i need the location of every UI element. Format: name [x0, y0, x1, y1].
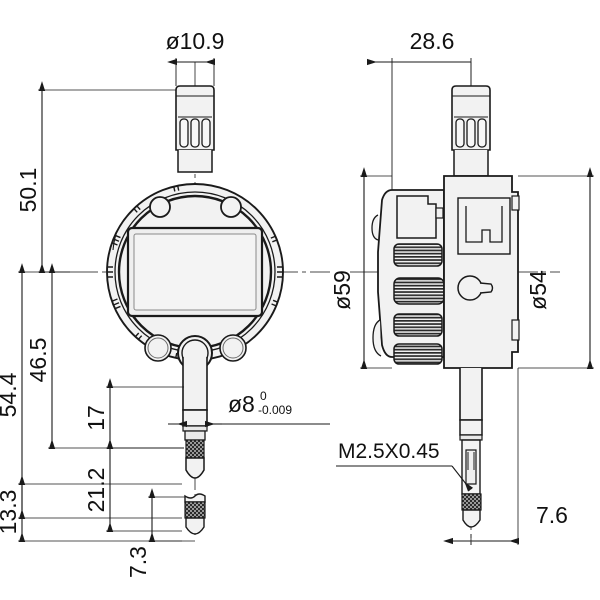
side-front-housing [443, 175, 520, 369]
side-view: 28.6 ø59 ø54 7.6 M2.5X0.45 [329, 28, 594, 545]
dim-label-cap-diameter: ø10.9 [166, 28, 225, 54]
dim-cap-diameter: ø10.9 [166, 28, 225, 86]
side-circular-feature [457, 275, 483, 301]
dim-59: ø59 [329, 167, 392, 369]
dim-label-tol-upper: 0 [260, 389, 267, 403]
front-top-cap [175, 85, 215, 173]
side-top-panel [396, 195, 437, 239]
dim-label-59: ø59 [329, 270, 355, 310]
lcd-display [126, 226, 264, 318]
front-view: ø10.9 50.1 54.4 46.5 17 [0, 28, 330, 578]
dim-7-3: 7.3 [125, 488, 195, 578]
side-rear-housing [371, 189, 445, 365]
dim-7-6: 7.6 [443, 368, 568, 545]
dim-label-21-2: 21.2 [83, 468, 109, 513]
dim-label-54-4: 54.4 [0, 372, 21, 417]
button-top-left[interactable] [149, 196, 171, 218]
dim-28-6: 28.6 [367, 28, 472, 190]
dim-label-17: 17 [83, 405, 109, 431]
dim-overall-height: 50.1 [15, 81, 176, 273]
dim-label-13-3: 13.3 [0, 490, 21, 535]
dim-label-54: ø54 [525, 270, 551, 310]
dim-label-overall-height: 50.1 [15, 168, 41, 213]
grip-bar-1 [393, 243, 443, 267]
dim-label-46-5: 46.5 [25, 338, 51, 383]
front-contact-point [184, 493, 206, 535]
callout-label-thread: M2.5X0.45 [338, 440, 440, 463]
button-bottom-left[interactable] [144, 334, 172, 362]
knurled-grip [185, 439, 205, 459]
front-spindle [182, 357, 208, 479]
dim-label-7-3: 7.3 [125, 546, 151, 578]
grip-bar-4 [393, 343, 443, 365]
side-top-cap [451, 85, 491, 177]
button-bottom-right[interactable] [219, 334, 247, 362]
dim-21-2: 21.2 [83, 439, 184, 532]
dim-label-tol-lower: -0.009 [258, 403, 292, 417]
button-top-right[interactable] [220, 196, 242, 218]
dim-label-spindle-diameter: ø8 [228, 391, 255, 417]
grip-bar-2 [393, 277, 445, 305]
front-body [106, 183, 284, 371]
dim-label-28-6: 28.6 [410, 28, 455, 54]
dim-54: ø54 [518, 167, 594, 369]
callout-thread: M2.5X0.45 [336, 440, 474, 492]
dim-spindle-diameter: ø8 0 -0.009 [168, 389, 330, 428]
grip-bar-3 [393, 313, 443, 337]
side-recess [457, 197, 511, 255]
side-spindle [459, 368, 483, 528]
dim-label-7-6: 7.6 [536, 502, 568, 528]
